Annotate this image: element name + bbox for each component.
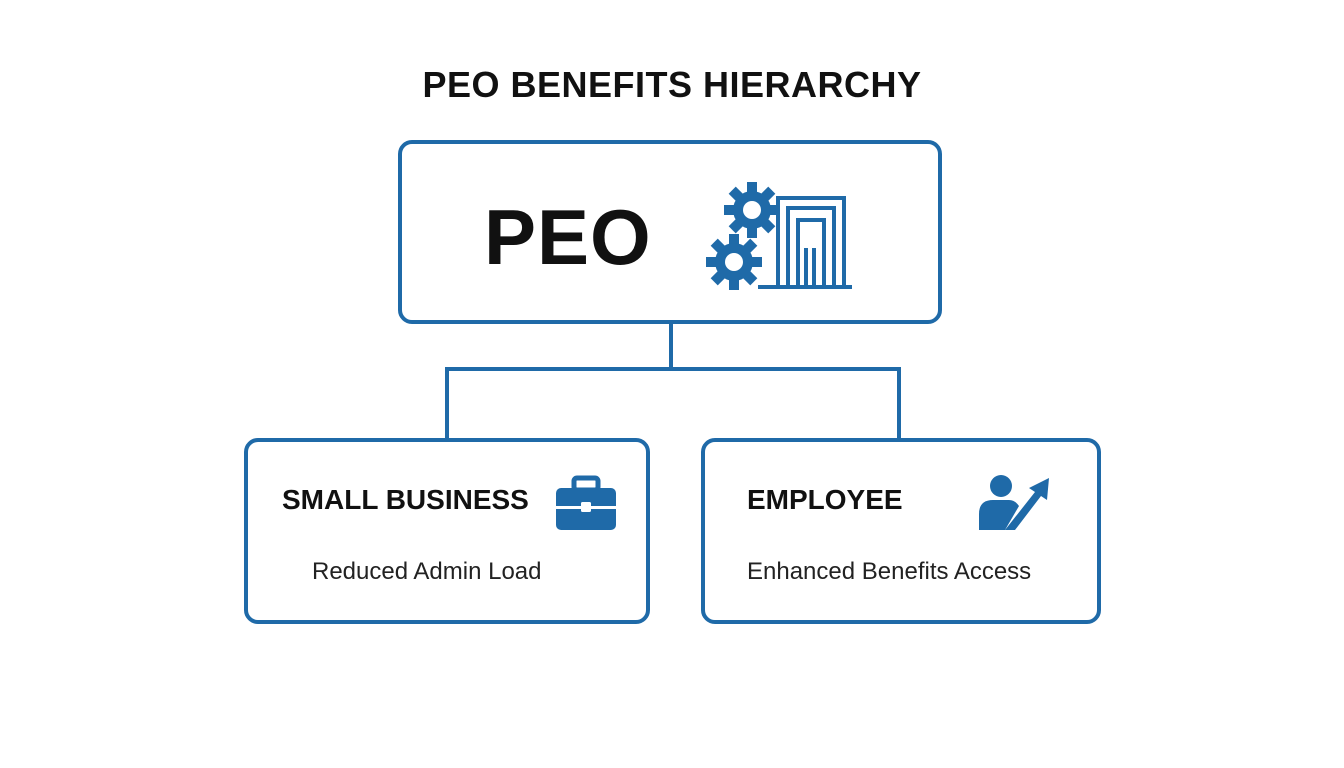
peo-label: PEO [484,193,652,281]
small-business-benefit: Reduced Admin Load [312,558,542,585]
small-business-title: SMALL BUSINESS [282,484,529,515]
small-business-node: SMALL BUSINESS Reduced Admin Load [244,438,650,624]
peo-node: PEO [398,140,942,324]
briefcase-icon [556,475,616,530]
gears-building-icon [706,182,852,290]
person-growth-arrow-icon [979,475,1049,530]
employee-benefit: Enhanced Benefits Access [747,558,1032,585]
employee-node: EMPLOYEE Enhanced Benefits Access [701,438,1101,624]
employee-title: EMPLOYEE [747,484,903,515]
diagram-title: PEO BENEFITS HIERARCHY [422,64,922,105]
